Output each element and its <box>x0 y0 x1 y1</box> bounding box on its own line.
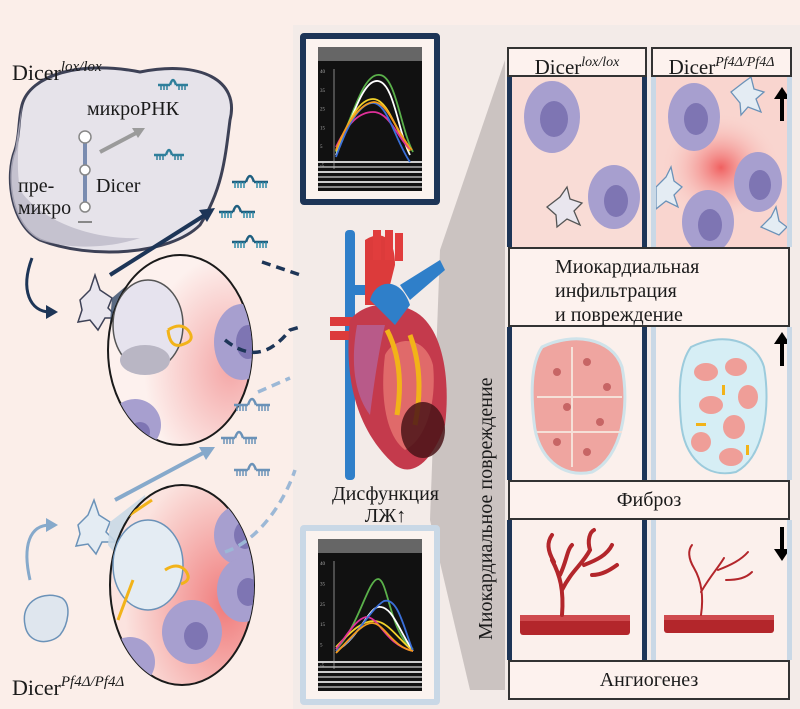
nets-fiber <box>166 324 193 347</box>
dashed-arrow-wt-1 <box>261 260 300 277</box>
cell-angiogenesis-wt <box>507 520 647 660</box>
genotype-label-wt: Dicerlox/lox <box>12 59 102 85</box>
col-header-ko: DicerPf4Δ/Pf4Δ <box>651 47 792 79</box>
echo-tick-label: -5 <box>320 664 325 669</box>
col-header-wt: Dicerlox/lox <box>507 47 647 79</box>
echo-tick-label: 25 <box>320 603 326 608</box>
echo-trace-5 <box>335 102 411 163</box>
cell-fibrosis-wt <box>507 327 647 480</box>
echo-tick-label: 40 <box>320 562 326 567</box>
row-label-fibrosis: Фиброз <box>508 480 790 520</box>
echo-trace-2 <box>335 606 414 652</box>
myocardial-damage-axis-label: Миокардиальное повреждение <box>475 377 497 640</box>
row-label-angiogenesis: Ангиогенез <box>508 660 790 700</box>
row-label-infiltration: Миокардиальная инфильтрация и повреждени… <box>508 247 790 327</box>
increase-arrow-icon <box>774 87 787 121</box>
megakaryocyte-ko <box>23 594 69 643</box>
release-arrow-wt <box>108 213 207 277</box>
echo-band <box>318 176 422 178</box>
cell-infiltration-wt <box>507 77 647 247</box>
mirna-cluster-wt <box>219 174 268 248</box>
echo-band <box>318 539 422 553</box>
echo-tick-label: -5 <box>320 164 325 169</box>
echo-trace-2 <box>335 80 411 156</box>
echo-trace-1 <box>335 74 414 153</box>
echo-trace-plot-wt: 40 35 25 15 5 -5 <box>318 47 422 188</box>
echo-band <box>318 671 422 673</box>
cardiomyocyte-tissue-illustration <box>530 337 627 475</box>
echo-band <box>318 666 422 668</box>
mmode-echo-wt: 40 35 25 15 5 -5 <box>318 47 422 191</box>
cell-angiogenesis-ko <box>651 520 792 660</box>
cell-infiltration-ko <box>651 77 792 247</box>
mirna-cluster-ko <box>221 397 270 476</box>
echo-band <box>318 161 422 163</box>
echo-trace-6 <box>335 622 414 654</box>
echo-trace-plot-ko: 40 35 25 15 5 -5 <box>318 539 422 688</box>
echo-trace-1 <box>335 578 414 650</box>
fibrotic-tissue-illustration <box>678 338 768 475</box>
echo-band <box>318 676 422 678</box>
platelet <box>545 185 584 229</box>
curved-arrow-wt <box>25 257 51 314</box>
pre-mirna-label-1: пре- <box>18 175 55 197</box>
echo-panel-wt: 40 35 25 15 5 -5 <box>300 33 440 205</box>
echo-tick-label: 35 <box>320 89 326 94</box>
hairpin-loop <box>78 130 92 144</box>
echo-tick-label: 25 <box>320 108 326 113</box>
mirna-icon <box>158 78 188 90</box>
echo-trace-6 <box>335 101 413 151</box>
increase-arrow-icon <box>774 332 787 366</box>
echo-band <box>318 166 422 168</box>
echo-band <box>318 47 422 61</box>
echo-tick-label: 15 <box>320 126 326 131</box>
mirna-label: микроРНК <box>87 98 179 120</box>
sparse-vessel-illustration <box>664 544 774 633</box>
echo-band <box>318 171 422 173</box>
echo-tick-label: 35 <box>320 582 326 587</box>
processing-arrow <box>99 130 139 154</box>
cell-fibrosis-ko <box>651 327 792 480</box>
left-illustration <box>8 66 300 686</box>
blood-vessel-illustration <box>520 528 630 635</box>
mirna-icon <box>154 148 184 160</box>
echo-tick-label: 15 <box>320 623 326 628</box>
echo-tick-label: 5 <box>320 145 323 150</box>
decrease-arrow-icon <box>774 527 787 561</box>
heart-icon <box>330 230 447 480</box>
echo-tick-label: 40 <box>320 70 326 75</box>
echo-tick-label: 5 <box>320 644 323 649</box>
dashed-arrow-ko-1 <box>257 376 291 394</box>
echo-panel-ko: 40 35 25 15 5 -5 <box>300 525 440 705</box>
echo-band <box>318 661 422 663</box>
mmode-echo-ko: 40 35 25 15 5 -5 <box>318 539 422 691</box>
echo-band <box>318 186 422 188</box>
echo-band <box>318 681 422 683</box>
dicer-enzyme-label: Dicer <box>96 175 141 197</box>
echo-band <box>318 181 422 183</box>
echo-band <box>318 686 422 688</box>
pre-mirna-label-2: микро <box>18 197 72 219</box>
genotype-label-ko: DicerPf4Δ/Pf4Δ <box>12 674 125 700</box>
curved-arrow-ko <box>25 523 51 581</box>
macrophage-illustration <box>524 81 640 229</box>
zoom-wedge <box>430 60 505 690</box>
lv-dysfunction-caption: Дисфункция ЛЖ↑ <box>332 483 439 527</box>
infarct-zone <box>401 402 445 458</box>
release-arrow-ko <box>114 450 206 502</box>
